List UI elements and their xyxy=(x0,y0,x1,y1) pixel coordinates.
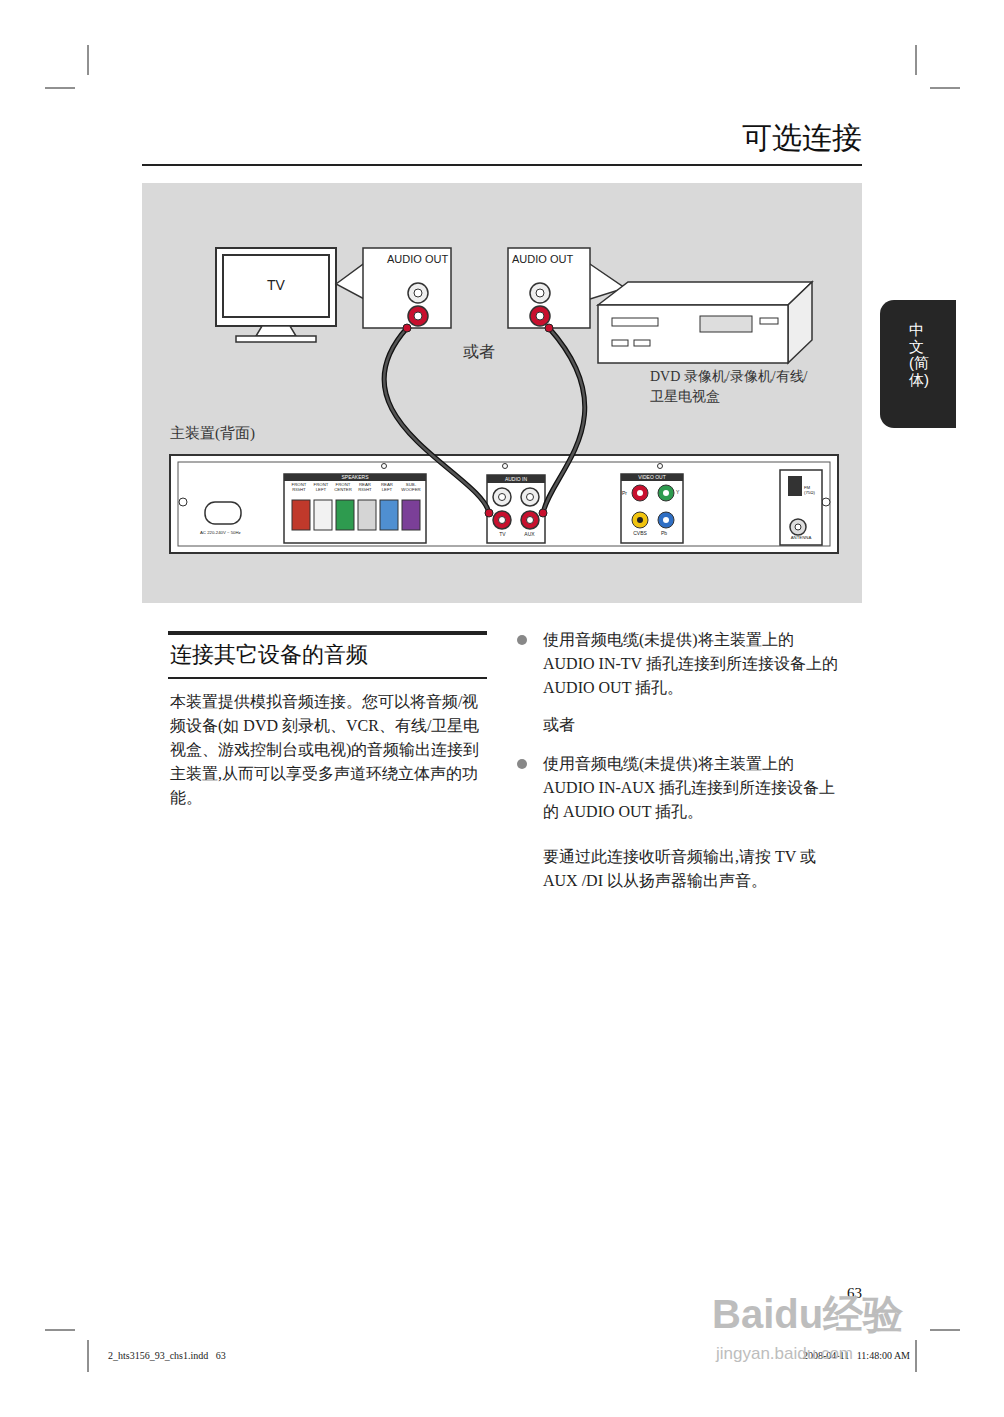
tv-jack: TV xyxy=(489,485,516,541)
node-label: FRONT RIGHT xyxy=(288,483,310,492)
power-rating: AC 220-240V ~ 50Hz xyxy=(200,531,260,536)
dvd-recorder-drawing xyxy=(598,282,812,363)
connector-or: 或者 xyxy=(463,342,513,362)
audio-out-panel: AUDIO OUT xyxy=(508,248,590,328)
bullet-text: 使用音频电缆(未提供)将主装置上的 AUDIO IN-TV 插孔连接到所连接设备… xyxy=(543,628,848,700)
watermark: Baidu经验 xyxy=(712,1290,952,1338)
cable-outline xyxy=(543,328,585,513)
bullet-dot xyxy=(517,759,527,769)
node-label: Pb xyxy=(661,531,679,536)
body-text: 要通过此连接收听音频输出,请按 TV 或 AUX /DI 以从扬声器输出声音。 xyxy=(543,845,848,893)
body-text: 本装置提供模拟音频连接。您可以将音频/视频设备(如 DVD 刻录机、VCR、有线… xyxy=(170,690,485,810)
node-label: TV xyxy=(224,278,328,293)
node-label: ANTENNA xyxy=(780,536,822,541)
node-label: AUDIO OUT xyxy=(512,254,588,266)
figure-panel xyxy=(142,183,862,603)
bullet-text: 使用音频电缆(未提供)将主装置上的 AUDIO IN-AUX 插孔连接到所连接设… xyxy=(543,752,848,824)
crop-marks xyxy=(45,45,960,1372)
section-heading: 连接其它设备的音频 xyxy=(170,640,485,670)
section-rule xyxy=(168,677,487,679)
cable-plug xyxy=(545,324,553,332)
node-label: FRONT LEFT xyxy=(310,483,332,492)
node-label: FRONT CENTER xyxy=(332,483,354,492)
node-label: Pr xyxy=(622,491,631,496)
cable-plug xyxy=(539,509,547,517)
tv-drawing xyxy=(216,248,336,342)
node-label: Y xyxy=(676,490,683,495)
audio-cable xyxy=(543,328,585,513)
main-unit-rear-drawing xyxy=(170,455,838,553)
or-text: 或者 xyxy=(543,713,623,737)
audio-out-callout xyxy=(336,248,451,328)
node-label: AUDIO IN xyxy=(487,477,545,482)
node-label: FM (75Ω) xyxy=(804,486,822,495)
node-label: SUB-WOOFER xyxy=(398,483,424,492)
node-label: SPEAKERS xyxy=(284,475,426,480)
node-label: REAR RIGHT xyxy=(354,483,376,492)
audio-in-panel: AUDIO IN TVAUX xyxy=(487,475,545,543)
main-unit-rear: 主装置(背面)SPEAKERSFRONT RIGHTFRONT LEFTFRON… xyxy=(170,455,838,553)
node-label: 中文(简体) xyxy=(909,322,924,388)
node-label: VIDEO OUT xyxy=(621,475,683,480)
footer-file: 2_hts3156_93_chs1.indd 63 xyxy=(108,1350,308,1362)
page-header: 可选连接 xyxy=(620,120,862,156)
video-out-panel: VIDEO OUT Pr Y CVBS Pb xyxy=(621,474,683,543)
bullet-dot xyxy=(517,635,527,645)
tv-screen: TV xyxy=(222,254,330,318)
node-label: TV xyxy=(489,532,516,537)
dvd-recorder-box: DVD 录像机/录像机/有线/卫星电视盒 xyxy=(598,305,788,363)
header-rule xyxy=(142,164,862,166)
antenna-panel: FM (75Ω) ANTENNA xyxy=(780,470,822,545)
cable-plug xyxy=(485,509,493,517)
section-rule xyxy=(168,631,487,635)
node-label: AUDIO OUT xyxy=(387,254,449,266)
cable-plug xyxy=(403,324,411,332)
node-label: AUX xyxy=(516,532,543,537)
audio-out-panel: AUDIO OUT xyxy=(363,248,451,328)
aux-jack: AUX xyxy=(516,485,543,541)
node-label: DVD 录像机/录像机/有线/卫星电视盒 xyxy=(650,367,820,407)
node-label: CVBS xyxy=(629,531,651,536)
watermark-url: jingyan.baidu.com xyxy=(716,1344,956,1364)
language-tab: 中文(简体) xyxy=(880,300,956,428)
node-label: REAR LEFT xyxy=(376,483,398,492)
node-label: 主装置(背面) xyxy=(170,423,330,443)
speakers-panel: SPEAKERS FRONT RIGHTFRONT LEFTFRONT CENTE… xyxy=(284,474,426,543)
